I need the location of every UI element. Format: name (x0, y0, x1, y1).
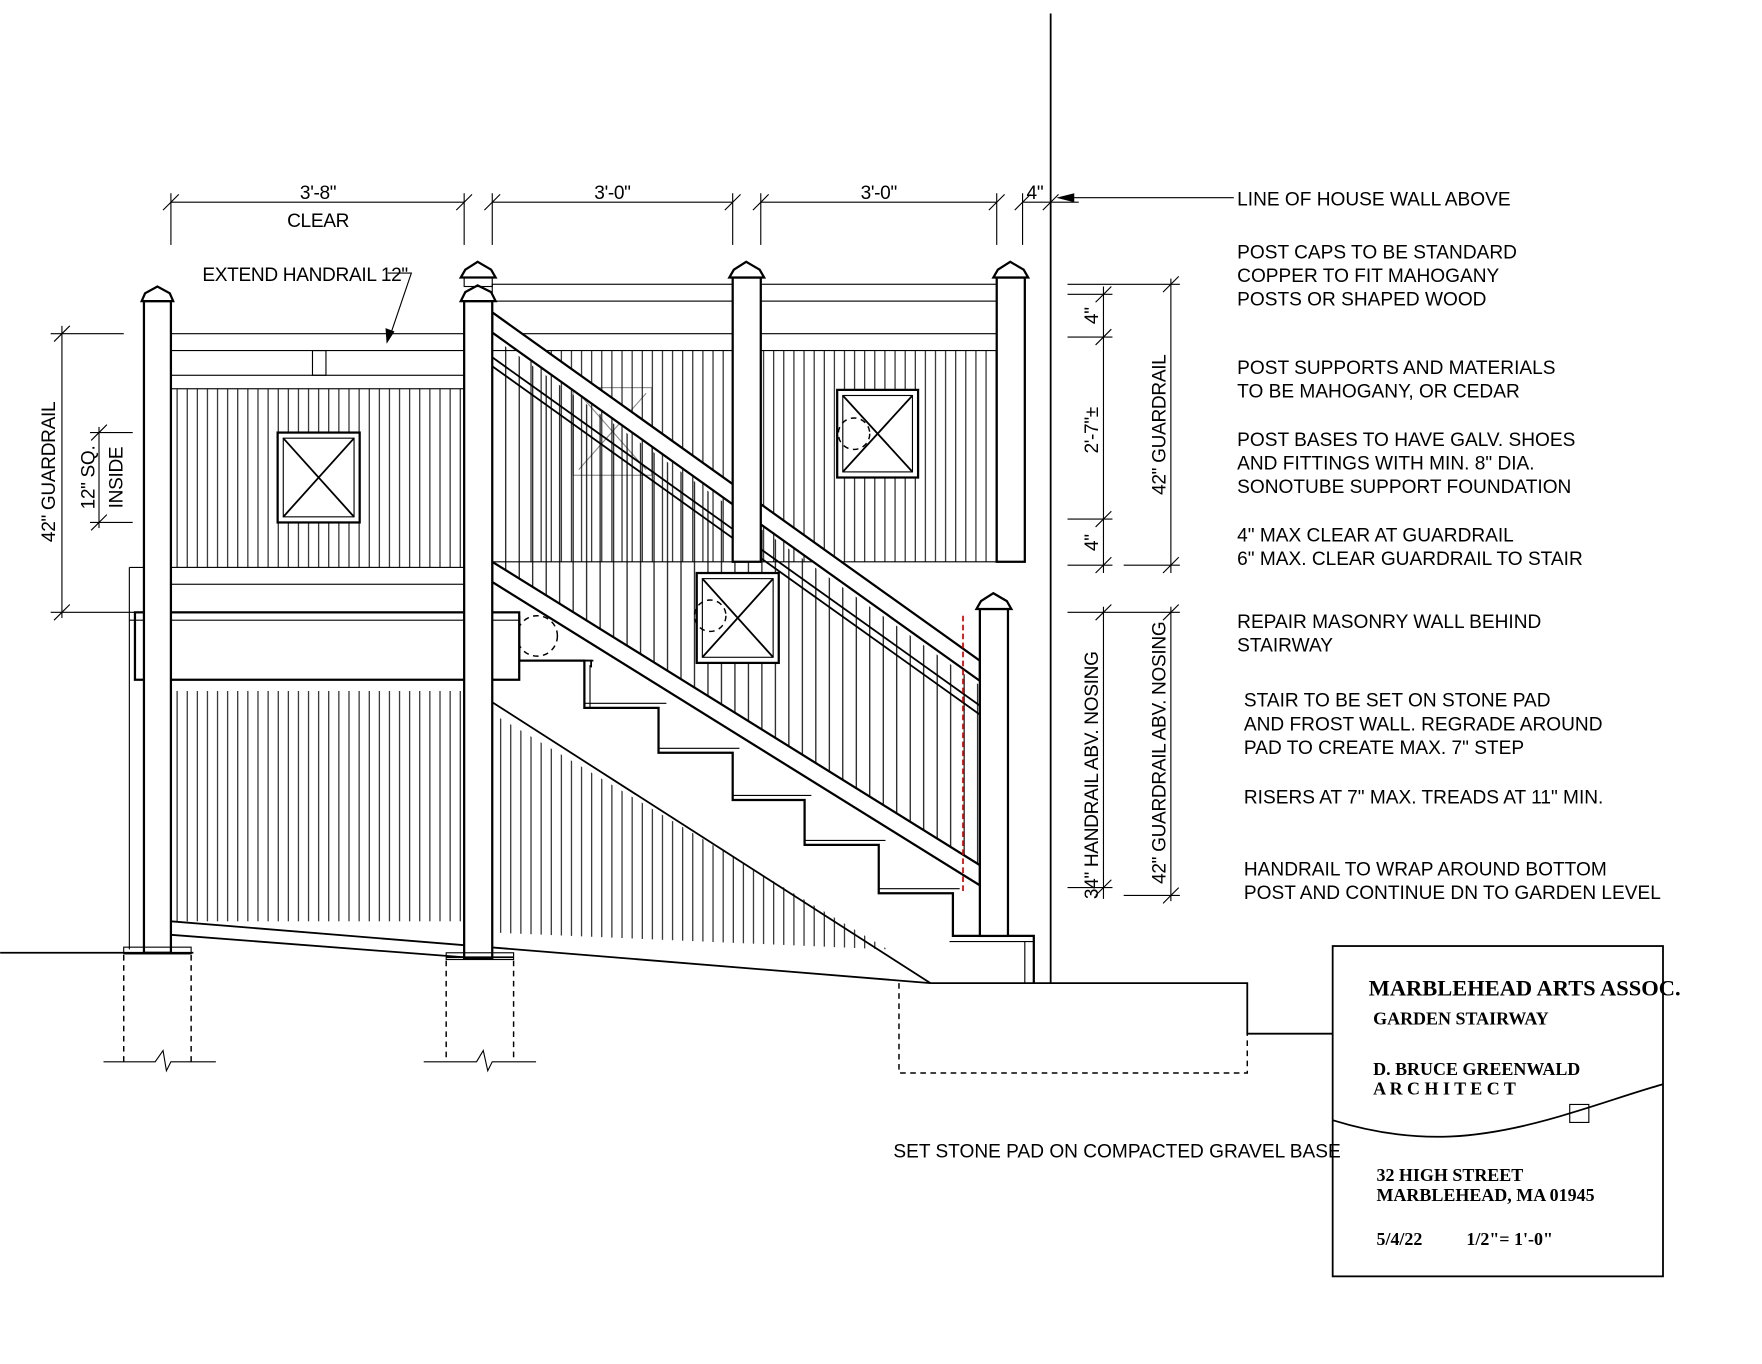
dim-4-top: 4" (1082, 307, 1103, 324)
note-line: 4" MAX CLEAR AT GUARDRAIL (1237, 526, 1514, 547)
dim-width-1: 3'-8" (300, 183, 336, 204)
under-deck-boards (170, 690, 465, 922)
extend-handrail-label: EXTEND HANDRAIL 12" (202, 265, 408, 286)
ground-and-foundations (0, 946, 1333, 1074)
architect-name: D. BRUCE GREENWALD (1373, 1059, 1580, 1079)
note-line: TO BE MAHOGANY, OR CEDAR (1237, 382, 1520, 403)
x-panel (276, 431, 361, 524)
note-line: RISERS AT 7" MAX. TREADS AT 11" MIN. (1244, 787, 1603, 808)
note-line: LINE OF HOUSE WALL ABOVE (1237, 190, 1510, 211)
client-name: MARBLEHEAD ARTS ASSOC. (1369, 975, 1681, 1000)
dim-clear-label: CLEAR (287, 211, 349, 232)
note-line: POST AND CONTINUE DN TO GARDEN LEVEL (1244, 883, 1661, 904)
left-dimensions (50, 325, 135, 621)
note-line: COPPER TO FIT MAHOGANY (1237, 266, 1499, 287)
address-line-2: MARBLEHEAD, MA 01945 (1376, 1185, 1594, 1205)
note-line: AND FROST WALL. REGRADE AROUND (1244, 714, 1603, 735)
inside-label: INSIDE (107, 447, 128, 509)
note-line: STAIRWAY (1237, 636, 1333, 657)
drawing-date: 5/4/22 (1376, 1229, 1422, 1249)
note-line: STAIR TO BE SET ON STONE PAD (1244, 691, 1551, 712)
stone-pad-note: SET STONE PAD ON COMPACTED GRAVEL BASE (893, 1141, 1340, 1162)
note-line: PAD TO CREATE MAX. 7" STEP (1244, 738, 1524, 759)
address-line-1: 32 HIGH STREET (1376, 1165, 1523, 1185)
right-dimensions (1067, 275, 1180, 904)
left-guardrail-dim: 42" GUARDRAIL (39, 402, 60, 542)
guardrail-nosing-dim: 42" GUARDRAIL ABV. NOSING (1149, 622, 1170, 884)
architect-title: A R C H I T E C T (1373, 1078, 1516, 1098)
drawing-scale: 1/2"= 1'-0" (1466, 1229, 1553, 1249)
x-panel (836, 388, 920, 479)
dim-2-7: 2'-7"± (1082, 407, 1103, 453)
dim-width-4: 4" (1027, 183, 1044, 204)
note-line: 6" MAX. CLEAR GUARDRAIL TO STAIR (1237, 549, 1583, 570)
top-dimensions (162, 193, 1079, 245)
deck-beam (133, 611, 521, 681)
x-panel (693, 571, 780, 665)
posts (139, 260, 1031, 960)
title-block: MARBLEHEAD ARTS ASSOC. GARDEN STAIRWAY D… (1331, 945, 1681, 1278)
note-line: SONOTUBE SUPPORT FOUNDATION (1237, 477, 1571, 498)
note-line: AND FITTINGS WITH MIN. 8" DIA. (1237, 454, 1534, 475)
dim-width-3: 3'-0" (861, 183, 897, 204)
handrail-nosing-dim: 34" HANDRAIL ABV. NOSING (1082, 651, 1103, 899)
note-line: POST BASES TO HAVE GALV. SHOES (1237, 430, 1575, 451)
sq-dim: 12" SQ. (79, 446, 100, 510)
project-name: GARDEN STAIRWAY (1373, 1009, 1549, 1029)
note-line: POST SUPPORTS AND MATERIALS (1237, 358, 1555, 379)
note-line: POST CAPS TO BE STANDARD (1237, 242, 1517, 263)
note-line: POSTS OR SHAPED WOOD (1237, 290, 1486, 311)
leader-arrow (387, 272, 413, 340)
note-line: HANDRAIL TO WRAP AROUND BOTTOM (1244, 859, 1607, 880)
general-notes: LINE OF HOUSE WALL ABOVE POST CAPS TO BE… (1237, 190, 1661, 904)
dim-4-bottom: 4" (1082, 534, 1103, 551)
dim-width-2: 3'-0" (594, 183, 630, 204)
note-line: REPAIR MASONRY WALL BEHIND (1237, 612, 1541, 633)
stair-treads (514, 614, 1035, 984)
right-guardrail-dim: 42" GUARDRAIL (1149, 355, 1170, 495)
